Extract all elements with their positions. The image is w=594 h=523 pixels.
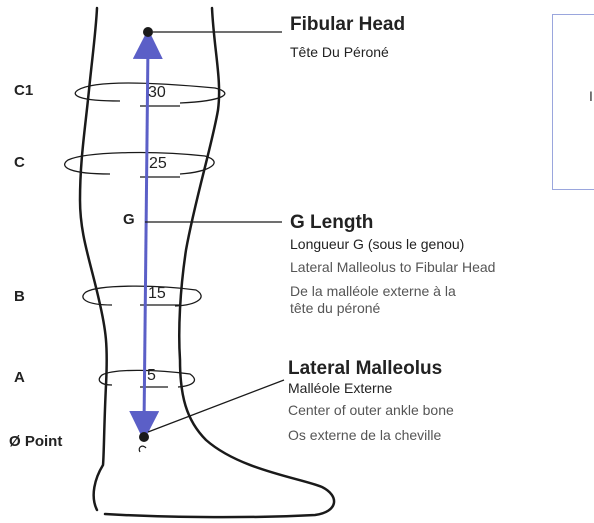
lateral-malleolus-subtitle: Malléole Externe	[288, 380, 392, 396]
g-length-desc-en: Lateral Malleolus to Fibular Head	[290, 259, 495, 276]
fibular-head-point	[143, 27, 153, 37]
fibular-head-subtitle: Tête Du Péroné	[290, 44, 389, 60]
g-length-desc-fr-2: tête du péroné	[290, 300, 380, 317]
g-length-desc-fr-1: De la malléole externe à la	[290, 283, 456, 300]
g-marker-label: G	[121, 211, 137, 228]
c-measurement: 25	[149, 155, 167, 173]
ankle-curl	[139, 446, 146, 452]
lateral-malleolus-leader	[148, 380, 284, 432]
level-c1-label: C1	[14, 82, 33, 99]
lateral-malleolus-desc-en: Center of outer ankle bone	[288, 402, 454, 419]
zero-point-dot	[139, 432, 149, 442]
lateral-malleolus-title: Lateral Malleolus	[288, 358, 442, 380]
side-panel-text: I	[589, 88, 593, 104]
zero-point-label: Ø Point	[9, 433, 62, 450]
g-length-title: G Length	[290, 212, 373, 234]
lateral-malleolus-desc-fr: Os externe de la cheville	[288, 427, 441, 444]
circumference-c-ring	[65, 153, 214, 174]
fibular-head-title: Fibular Head	[290, 14, 405, 36]
level-a-label: A	[14, 369, 25, 386]
level-b-label: B	[14, 288, 25, 305]
a-measurement: 5	[147, 367, 156, 385]
g-length-subtitle: Longueur G (sous le genou)	[290, 236, 464, 252]
c1-measurement: 30	[148, 84, 166, 102]
b-measurement: 15	[148, 285, 166, 303]
level-c-label: C	[14, 154, 25, 171]
leg-outline-left	[80, 8, 107, 510]
side-panel-edge	[552, 14, 594, 190]
